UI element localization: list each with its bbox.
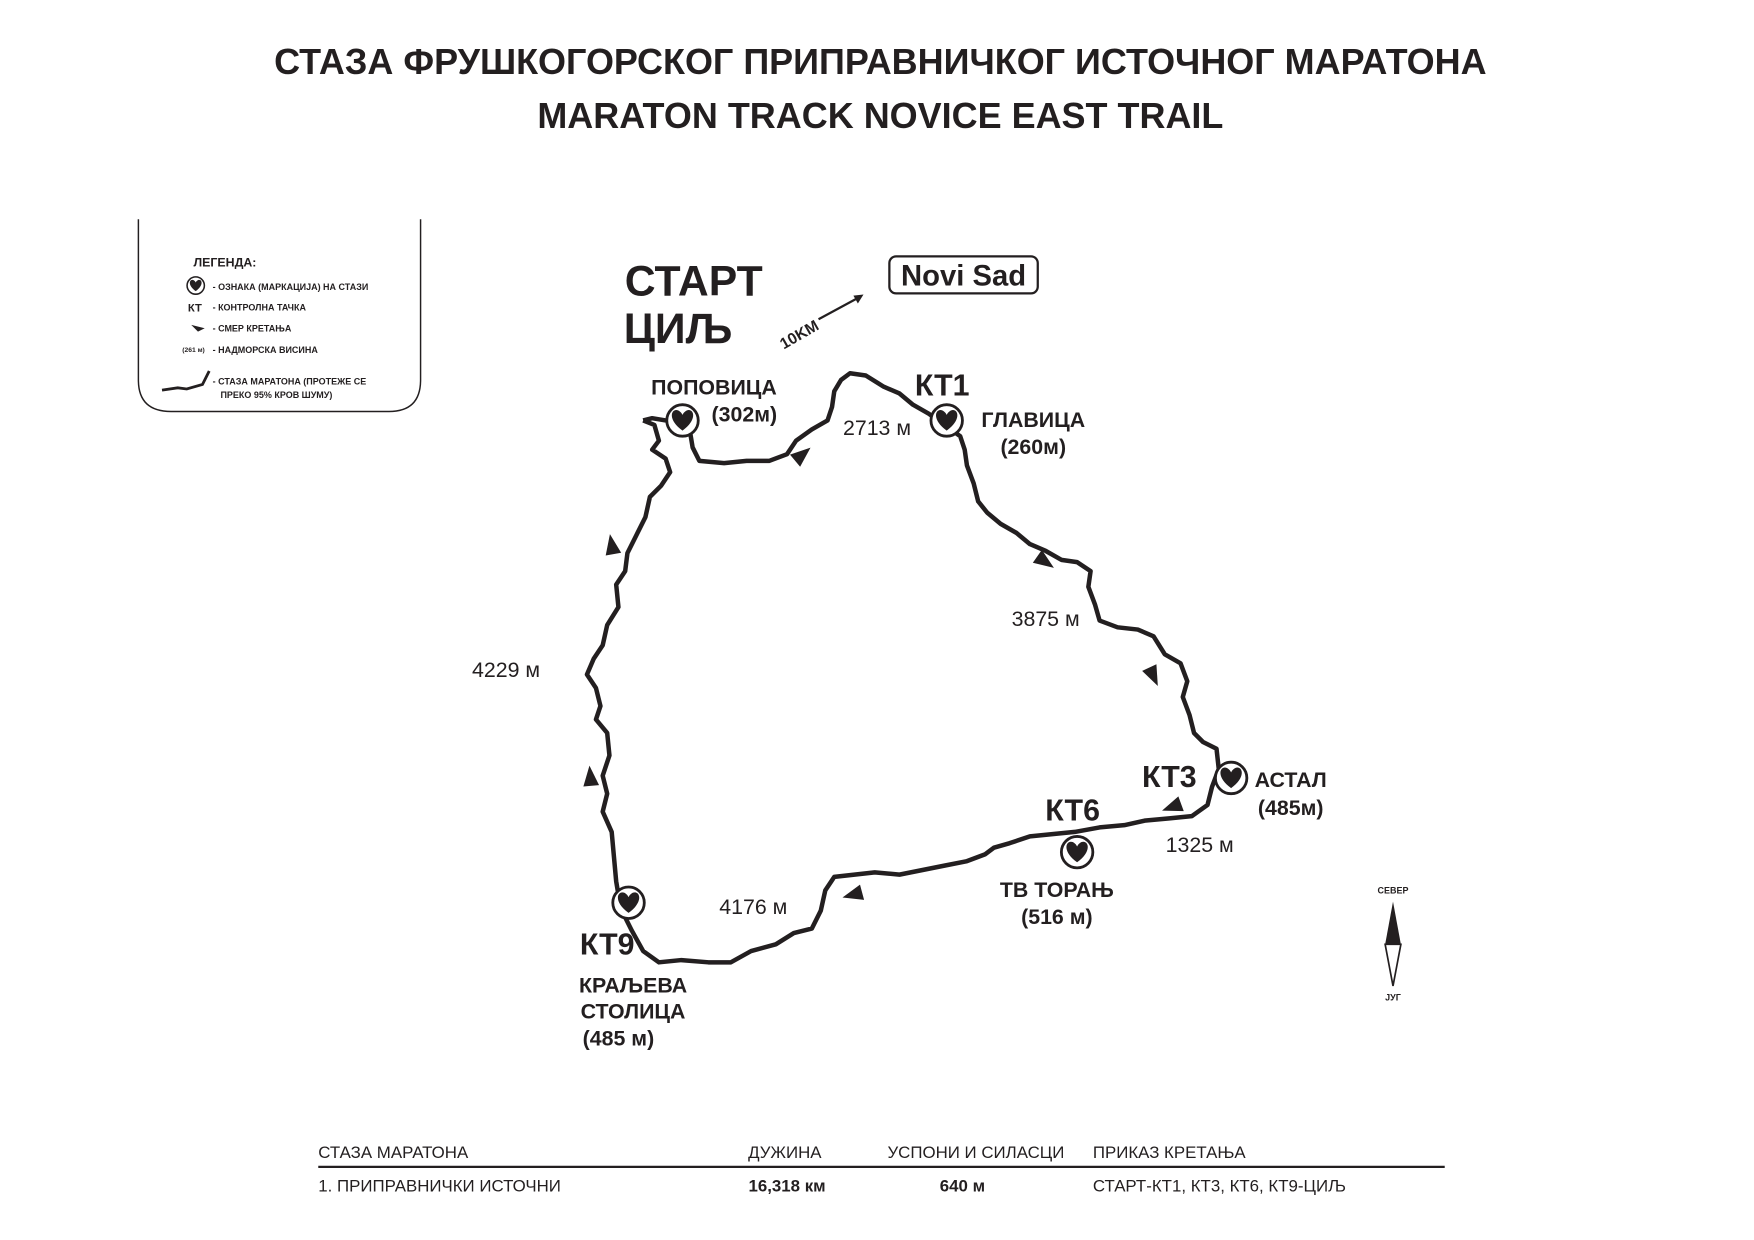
legend-kt-symbol: КТ <box>188 302 202 314</box>
kt9-name-1: КРАЉЕВА <box>579 974 687 998</box>
distance-kt6-kt9: 4176 м <box>719 895 787 919</box>
legend-item-direction: - СМЕР КРЕТАЊА <box>213 324 292 334</box>
table-header-route: СТАЗА МАРАТОНА <box>318 1143 469 1162</box>
kt3-elevation: (485м) <box>1258 796 1324 820</box>
kt1-code: КТ1 <box>915 370 970 403</box>
finish-label: ЦИЉ <box>624 305 733 353</box>
table-header-movement: ПРИКАЗ КРЕТАЊА <box>1093 1143 1247 1162</box>
direction-arrow-icon <box>840 884 865 906</box>
kt6-elevation: (516 м) <box>1021 905 1093 929</box>
kt3-code: КТ3 <box>1142 761 1197 794</box>
compass-north: СЕВЕР <box>1378 886 1409 896</box>
marker-kt1 <box>929 403 964 438</box>
compass: СЕВЕР ЈУГ <box>1378 886 1409 1003</box>
table-cell-elevation: 640 м <box>940 1177 985 1196</box>
distance-start-kt1: 2713 м <box>843 416 911 440</box>
table-header-length: ДУЖИНА <box>748 1143 822 1162</box>
route-table: СТАЗА МАРАТОНА ДУЖИНА УСПОНИ И СИЛАСЦИ П… <box>318 1143 1445 1196</box>
marker-kt3 <box>1213 760 1249 796</box>
marker-popovica <box>665 403 700 438</box>
heart-marker-icon <box>186 276 206 295</box>
table-cell-route: 1. ПРИПРАВНИЧКИ ИСТОЧНИ <box>318 1177 561 1196</box>
direction-arrow-icon <box>602 532 622 556</box>
legend-heading: ЛЕГЕНДА: <box>193 255 256 269</box>
kt1-elevation: (260м) <box>1000 435 1066 459</box>
kt9-name-2: СТОЛИЦА <box>581 1000 686 1024</box>
kt1-name: ГЛАВИЦА <box>981 408 1085 432</box>
kt9-elevation: (485 м) <box>583 1027 655 1051</box>
legend-item-checkpoint: - КОНТРОЛНА ТАЧКА <box>213 302 307 312</box>
start-label: СТАРТ <box>625 258 763 306</box>
legend-elev-symbol: (261 м) <box>182 347 205 354</box>
direction-arrow-icon <box>191 324 205 332</box>
legend-item-marker: - ОЗНАКА (МАРКАЦИЈА) НА СТАЗИ <box>213 282 369 292</box>
kt6-name: ТВ ТОРАЊ <box>1000 878 1114 902</box>
table-cell-length: 16,318 км <box>748 1177 825 1196</box>
legend-item-trail-2: ПРЕКО 95% КРОВ ШУМУ) <box>220 390 332 400</box>
distance-kt3-kt6: 1325 м <box>1166 833 1234 857</box>
direction-to-novi-sad: 10KM <box>777 294 864 353</box>
kt3-name: АСТАЛ <box>1255 768 1327 792</box>
popovica-elevation: (302м) <box>712 403 778 427</box>
legend-item-elevation: - НАДМОРСКА ВИСИНА <box>213 345 319 355</box>
title-cyrillic: СТАЗА ФРУШКОГОРСКОГ ПРИПРАВНИЧКОГ ИСТОЧН… <box>274 41 1487 82</box>
novi-sad-label: Novi Sad <box>901 261 1026 293</box>
marker-kt9 <box>611 885 646 920</box>
popovica-name: ПОПОВИЦА <box>651 376 777 400</box>
direction-arrow-icon <box>1159 796 1184 819</box>
compass-south: ЈУГ <box>1385 993 1401 1003</box>
marathon-trail <box>584 370 1222 965</box>
direction-arrow-icon <box>1142 664 1165 690</box>
distance-kt1-kt3: 3875 м <box>1012 607 1080 631</box>
legend: ЛЕГЕНДА: - ОЗНАКА (МАРКАЦИЈА) НА СТАЗИ К… <box>137 219 422 413</box>
legend-item-trail: - СТАЗА МАРАТОНА (ПРОТЕЖЕ СЕ <box>213 376 367 386</box>
direction-arrow-icon <box>581 764 600 787</box>
table-header-elevation: УСПОНИ И СИЛАСЦИ <box>887 1143 1064 1162</box>
title-latin: MARATON TRACK NOVICE EAST TRAIL <box>537 95 1223 136</box>
kt6-code: КТ6 <box>1045 795 1100 828</box>
marker-kt6 <box>1059 835 1095 870</box>
table-cell-movement: СТАРТ-КТ1, КТ3, КТ6, КТ9-ЦИЉ <box>1093 1177 1346 1196</box>
kt9-code: КТ9 <box>580 928 635 961</box>
trail-line-icon <box>161 370 211 392</box>
distance-kt9-finish: 4229 м <box>472 658 540 682</box>
novi-sad-box <box>888 255 1039 295</box>
distance-10km: 10KM <box>777 317 822 353</box>
